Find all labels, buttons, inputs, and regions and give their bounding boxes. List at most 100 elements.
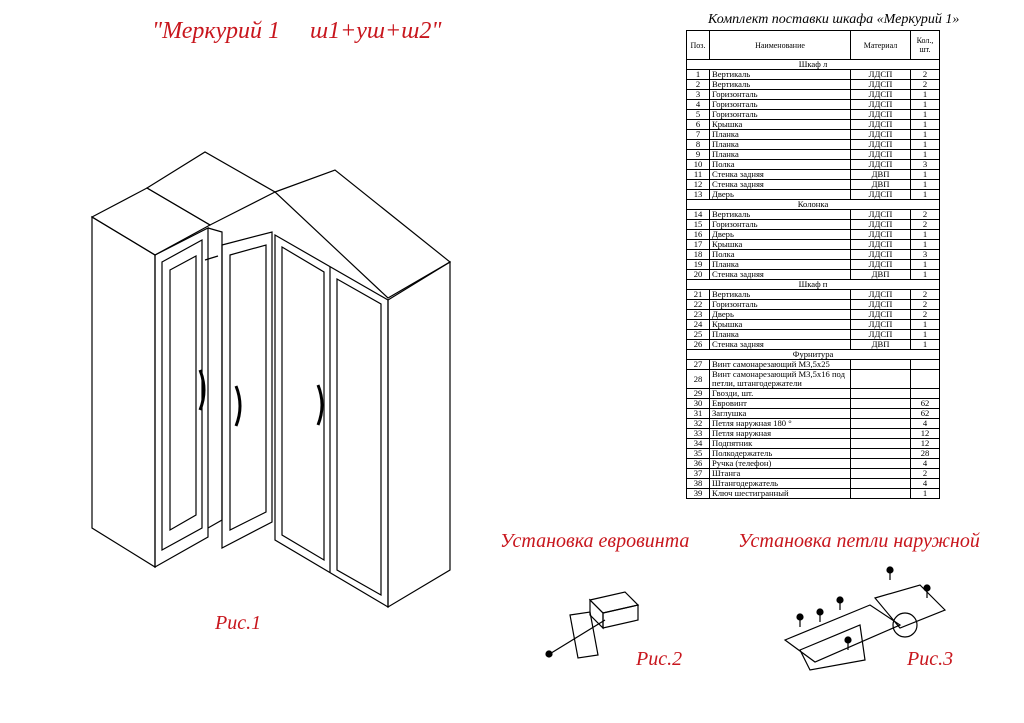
cell-pos: 27 bbox=[686, 359, 710, 370]
cell-pos: 38 bbox=[686, 478, 710, 489]
hinge-caption: Установка петли наружной bbox=[738, 530, 980, 552]
fig3-caption: Рис.3 bbox=[907, 648, 954, 670]
cell-material: ЛДСП bbox=[850, 249, 911, 260]
cell-name: Горизонталь bbox=[709, 109, 851, 120]
cell-name: Крышка bbox=[709, 319, 851, 330]
cell-pos: 3 bbox=[686, 89, 710, 100]
cell-name: Заглушка bbox=[709, 408, 851, 419]
cell-name: Ключ шестигранный bbox=[709, 488, 851, 499]
cell-qty: 2 bbox=[910, 309, 940, 320]
cell-qty: 1 bbox=[910, 169, 940, 180]
cell-qty: 1 bbox=[910, 329, 940, 340]
cell-pos: 4 bbox=[686, 99, 710, 110]
cell-material: ЛДСП bbox=[850, 329, 911, 340]
cell-material bbox=[850, 388, 911, 399]
cell-qty: 2 bbox=[910, 69, 940, 80]
cell-qty bbox=[910, 369, 940, 389]
cell-pos: 15 bbox=[686, 219, 710, 230]
cell-name: Планка bbox=[709, 329, 851, 340]
cell-material: ЛДСП bbox=[850, 289, 911, 300]
cell-qty: 1 bbox=[910, 269, 940, 280]
cell-material bbox=[850, 488, 911, 499]
cell-qty: 1 bbox=[910, 239, 940, 250]
cell-pos: 37 bbox=[686, 468, 710, 479]
cell-pos: 17 bbox=[686, 239, 710, 250]
cell-pos: 36 bbox=[686, 458, 710, 469]
cell-material bbox=[850, 468, 911, 479]
cell-name: Штанга bbox=[709, 468, 851, 479]
cell-qty bbox=[910, 388, 940, 399]
section-label: Колонка bbox=[686, 199, 940, 210]
cell-qty: 1 bbox=[910, 319, 940, 330]
cell-material: ЛДСП bbox=[850, 139, 911, 150]
cell-material: ЛДСП bbox=[850, 129, 911, 140]
cell-name: Планка bbox=[709, 259, 851, 270]
cell-material: ЛДСП bbox=[850, 239, 911, 250]
cell-pos: 7 bbox=[686, 129, 710, 140]
cell-pos: 34 bbox=[686, 438, 710, 449]
cell-pos: 28 bbox=[686, 369, 710, 389]
cell-qty: 2 bbox=[910, 79, 940, 90]
cell-qty: 1 bbox=[910, 129, 940, 140]
cell-qty: 1 bbox=[910, 229, 940, 240]
cell-qty: 62 bbox=[910, 398, 940, 409]
cell-material: ЛДСП bbox=[850, 69, 911, 80]
cell-name: Петля наружная 180 ° bbox=[709, 418, 851, 429]
fig1-caption: Рис.1 bbox=[215, 612, 262, 634]
hinge-drawing bbox=[783, 566, 947, 671]
cell-pos: 22 bbox=[686, 299, 710, 310]
cell-material: ЛДСП bbox=[850, 99, 911, 110]
cell-qty: 2 bbox=[910, 289, 940, 300]
cell-qty: 1 bbox=[910, 488, 940, 499]
cell-name: Крышка bbox=[709, 119, 851, 130]
fig2-caption: Рис.2 bbox=[636, 648, 683, 670]
cell-name: Планка bbox=[709, 129, 851, 140]
cell-pos: 30 bbox=[686, 398, 710, 409]
cell-qty: 2 bbox=[910, 468, 940, 479]
cell-material: ЛДСП bbox=[850, 259, 911, 270]
cell-material: ЛДСП bbox=[850, 219, 911, 230]
cell-pos: 24 bbox=[686, 319, 710, 330]
cell-qty bbox=[910, 359, 940, 370]
cell-name: Штангодержатель bbox=[709, 478, 851, 489]
cell-name: Горизонталь bbox=[709, 299, 851, 310]
cell-name: Петля наружная bbox=[709, 428, 851, 439]
cell-pos: 31 bbox=[686, 408, 710, 419]
cell-name: Вертикаль bbox=[709, 79, 851, 90]
cell-material: ЛДСП bbox=[850, 209, 911, 220]
wardrobe-isometric bbox=[90, 151, 452, 609]
cell-pos: 33 bbox=[686, 428, 710, 439]
cell-qty: 1 bbox=[910, 149, 940, 160]
cell-material bbox=[850, 438, 911, 449]
cell-name: Вертикаль bbox=[709, 289, 851, 300]
cell-name: Вертикаль bbox=[709, 209, 851, 220]
table-section-row: Колонка bbox=[686, 199, 940, 210]
cell-qty: 2 bbox=[910, 209, 940, 220]
cell-pos: 14 bbox=[686, 209, 710, 220]
col-name: Наименование bbox=[709, 30, 851, 60]
eurobolt-caption: Установка евровинта bbox=[500, 530, 690, 552]
eurobolt-drawing bbox=[545, 591, 640, 659]
cell-material: ЛДСП bbox=[850, 299, 911, 310]
cell-material: ЛДСП bbox=[850, 189, 911, 200]
cell-material: ЛДСП bbox=[850, 109, 911, 120]
cell-qty: 4 bbox=[910, 418, 940, 429]
cell-qty: 1 bbox=[910, 179, 940, 190]
